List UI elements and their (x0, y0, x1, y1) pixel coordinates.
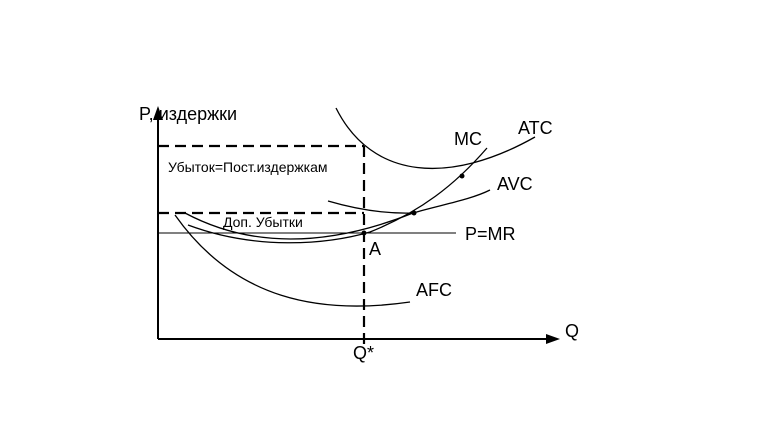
avc-label: AVC (497, 174, 533, 194)
y-axis-label: P, издержки (139, 104, 237, 124)
afc-label: AFC (416, 280, 452, 300)
mc-avc-intersection (411, 210, 417, 216)
x-axis-arrow (546, 334, 560, 344)
avc-left-segment (327, 200, 414, 214)
atc-label: ATC (518, 118, 553, 138)
extra-loss-label: Доп. Убытки (223, 214, 303, 230)
loss-area-label: Убыток=Пост.издержкам (168, 159, 328, 175)
y-axis-arrow (153, 106, 163, 120)
x-axis-label: Q (565, 321, 579, 341)
price-mr-label: P=MR (465, 224, 516, 244)
point-a-marker (361, 230, 367, 236)
point-a-label: A (369, 239, 381, 259)
q-star-label: Q* (353, 343, 374, 363)
afc-curve (174, 214, 411, 307)
mc-atc-intersection (459, 173, 465, 179)
atc-curve (335, 107, 536, 170)
mc-label: MC (454, 129, 482, 149)
mc-curve (187, 147, 488, 244)
avc-curve (184, 189, 491, 240)
